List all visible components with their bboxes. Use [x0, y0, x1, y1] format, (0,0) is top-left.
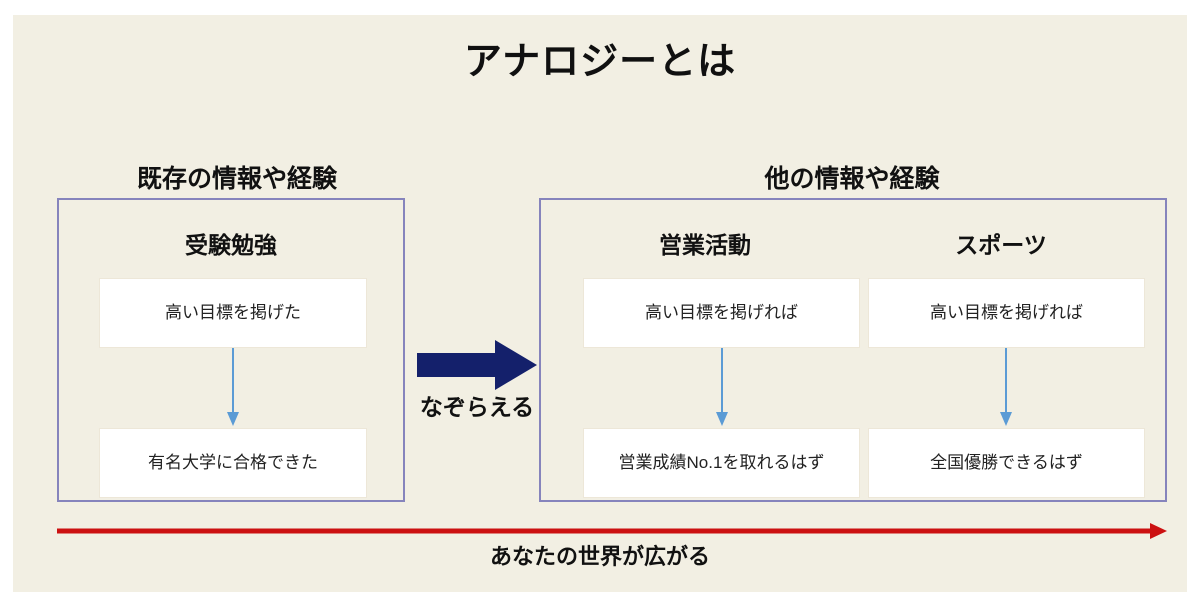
- down-arrow-icon-sales: [715, 348, 729, 428]
- left-section-panel: [57, 198, 405, 502]
- column-title-exam: 受験勉強: [185, 232, 277, 258]
- content-box-sports-premise: 高い目標を掲げれば: [868, 278, 1145, 348]
- content-box-exam-premise: 高い目標を掲げた: [99, 278, 367, 348]
- down-arrow-icon-exam: [226, 348, 240, 428]
- column-title-sales: 営業活動: [659, 232, 751, 258]
- page-title: アナロジーとは: [463, 41, 737, 83]
- column-title-sports: スポーツ: [955, 232, 1047, 258]
- right-line-arrow-icon: [57, 520, 1167, 542]
- footer-caption: あなたの世界が広がる: [489, 544, 710, 569]
- left-section-heading: 既存の情報や経験: [136, 165, 337, 193]
- slide-canvas: アナロジーとは 既存の情報や経験 受験勉強 高い目標を掲げた 有名大学に合格でき…: [13, 15, 1187, 592]
- down-arrow-icon-sports: [999, 348, 1013, 428]
- content-box-sports-result: 全国優勝できるはず: [868, 428, 1145, 498]
- content-box-sales-premise: 高い目標を掲げれば: [583, 278, 860, 348]
- right-section-heading: 他の情報や経験: [764, 165, 940, 193]
- right-block-arrow-icon: [417, 340, 537, 390]
- content-box-exam-result: 有名大学に合格できた: [99, 428, 367, 498]
- block-arrow-label: なぞらえる: [419, 394, 535, 420]
- content-box-sales-result: 営業成績No.1を取れるはず: [583, 428, 860, 498]
- right-section-panel: [539, 198, 1167, 502]
